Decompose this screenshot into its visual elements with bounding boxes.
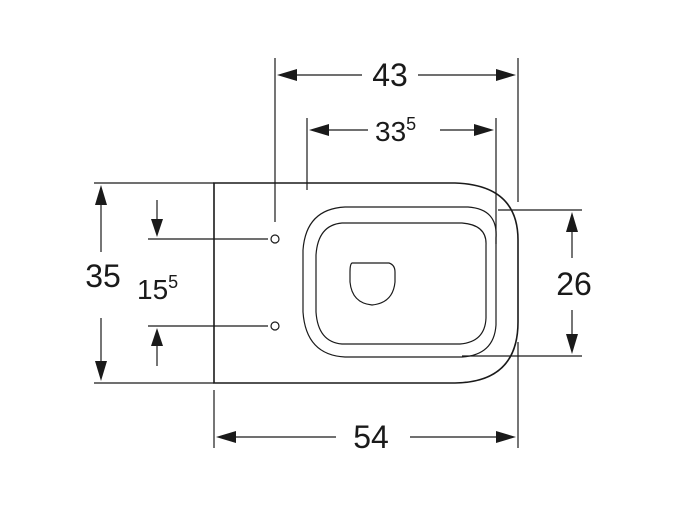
dimension-label-top-width: 43 (372, 57, 408, 93)
seat-rim-outline (302, 206, 497, 358)
svg-text:155: 155 (137, 272, 178, 305)
svg-text:54: 54 (353, 419, 389, 455)
bowl-inner-outline (315, 222, 487, 345)
bolt-hole-bottom (270, 321, 280, 331)
svg-text:43: 43 (372, 57, 408, 93)
dimension-bolt-spacing: 155 (137, 200, 268, 366)
dimension-bowl-depth: 26 (462, 209, 592, 357)
dimension-overall-length: 54 (213, 342, 519, 455)
dimension-label-bolt-spacing: 15 (137, 274, 168, 305)
svg-text:35: 35 (85, 258, 121, 294)
svg-text:26: 26 (556, 266, 592, 302)
dimension-label-opening-width-sup: 5 (406, 114, 416, 134)
dimension-label-depth-left: 35 (85, 258, 121, 294)
bolt-hole-top (270, 234, 280, 244)
dimension-label-bowl-depth: 26 (556, 266, 592, 302)
toilet-body-outline (213, 182, 519, 384)
dimension-label-overall-length: 54 (353, 419, 389, 455)
dimension-label-bolt-spacing-sup: 5 (168, 272, 178, 292)
dimension-top-width: 43 (274, 57, 519, 222)
drain-outlet (349, 262, 396, 306)
dimension-opening-width: 335 (306, 114, 497, 244)
svg-text:335: 335 (375, 114, 416, 147)
dimension-depth-left: 35 (85, 182, 214, 384)
dimension-label-opening-width: 33 (375, 116, 406, 147)
